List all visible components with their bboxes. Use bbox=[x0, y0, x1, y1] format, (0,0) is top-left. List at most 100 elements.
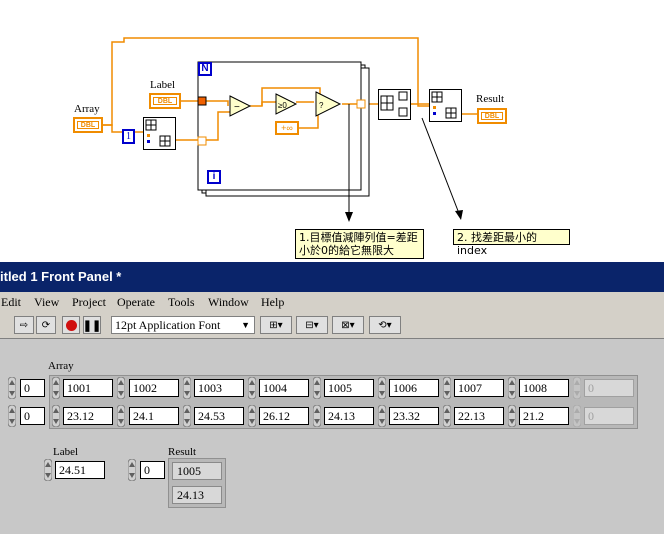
result-index-stepper[interactable] bbox=[128, 459, 136, 481]
result-value: 24.13 bbox=[172, 486, 222, 504]
subtract-node bbox=[229, 95, 252, 117]
window-title-bar[interactable]: itled 1 Front Panel * bbox=[0, 262, 664, 292]
reorder-button[interactable]: ⟲▾ bbox=[369, 316, 401, 334]
array-cell-stepper[interactable] bbox=[378, 405, 386, 427]
array-cell[interactable]: 24.13 bbox=[324, 407, 374, 425]
menu-tools[interactable]: Tools bbox=[168, 295, 195, 309]
font-dropdown-value: 12pt Application Font bbox=[115, 318, 221, 332]
font-dropdown[interactable]: 12pt Application Font▼ bbox=[111, 316, 255, 334]
array-cell[interactable]: 23.12 bbox=[63, 407, 113, 425]
wire-array-top bbox=[101, 37, 430, 126]
index-constant[interactable]: 1 bbox=[122, 129, 135, 144]
array-cell[interactable]: 22.13 bbox=[454, 407, 504, 425]
greater-equal-zero-node bbox=[275, 93, 298, 115]
loop-count-terminal[interactable]: N bbox=[198, 62, 212, 76]
menu-edit[interactable]: Edit bbox=[1, 295, 21, 309]
index-array-function-2[interactable] bbox=[429, 89, 462, 122]
abort-button[interactable] bbox=[62, 316, 80, 334]
array-cell-stepper[interactable] bbox=[52, 405, 60, 427]
note-1-line-1: 1.目標值減陣列值=差距 bbox=[299, 231, 418, 244]
array-cell-stepper[interactable] bbox=[117, 377, 125, 399]
run-button[interactable]: ⇨ bbox=[14, 316, 34, 334]
comment-note-2: 2. 找差距最小的index bbox=[453, 229, 570, 257]
note-1-line-2: 小於0的給它無限大 bbox=[299, 244, 394, 257]
index-array-icon bbox=[145, 119, 171, 147]
infinity-constant[interactable]: +∞ bbox=[275, 121, 299, 135]
array-cell-stepper[interactable] bbox=[508, 377, 516, 399]
result-terminal[interactable]: DBL bbox=[477, 108, 507, 124]
align-objects-button[interactable]: ⊞▾ bbox=[260, 316, 292, 334]
array-cell-stepper-disabled bbox=[573, 377, 581, 399]
toolbar: ⇨ ⟳ ❚❚ 12pt Application Font▼ ⊞▾ ⊟▾ ⊠▾ ⟲… bbox=[0, 312, 664, 339]
label-terminal[interactable]: DBL bbox=[149, 93, 181, 109]
block-diagram: − ≥0 ? Array DBL Label DBL Result DBL N … bbox=[0, 0, 664, 262]
array-cell-stepper[interactable] bbox=[248, 405, 256, 427]
array-cell[interactable]: 1002 bbox=[129, 379, 179, 397]
array-terminal[interactable]: DBL bbox=[73, 117, 103, 133]
result-terminal-label: Result bbox=[476, 93, 505, 105]
array-cell-stepper-disabled bbox=[573, 405, 581, 427]
array-cell[interactable]: 23.32 bbox=[389, 407, 439, 425]
array-cell-stepper[interactable] bbox=[52, 377, 60, 399]
index-array-icon-2 bbox=[431, 91, 457, 119]
array-row-index-1[interactable]: 0 bbox=[20, 379, 45, 397]
menu-view[interactable]: View bbox=[34, 295, 60, 309]
array-max-min-icon bbox=[380, 91, 408, 117]
array-cell-empty: 0 bbox=[584, 407, 634, 425]
output-tunnel bbox=[356, 99, 366, 109]
pause-button[interactable]: ❚❚ bbox=[83, 316, 101, 334]
pause-icon: ❚❚ bbox=[82, 319, 102, 332]
wires-layer: − ≥0 ? bbox=[101, 37, 478, 222]
array-cell-stepper[interactable] bbox=[313, 377, 321, 399]
reorder-icon: ⟲▾ bbox=[378, 319, 392, 331]
index-array-function[interactable] bbox=[143, 117, 176, 150]
array-control-label: Array bbox=[48, 360, 74, 372]
array-cell[interactable]: 24.53 bbox=[194, 407, 244, 425]
distribute-objects-button[interactable]: ⊟▾ bbox=[296, 316, 328, 334]
array-row-index-2-stepper[interactable] bbox=[8, 405, 16, 427]
array-cell[interactable]: 1008 bbox=[519, 379, 569, 397]
array-cell-stepper[interactable] bbox=[378, 377, 386, 399]
array-cell[interactable]: 1003 bbox=[194, 379, 244, 397]
array-cell[interactable]: 1004 bbox=[259, 379, 309, 397]
array-max-min-function[interactable] bbox=[378, 89, 411, 120]
menu-project[interactable]: Project bbox=[72, 295, 106, 309]
result-index[interactable]: 0 bbox=[140, 461, 165, 479]
array-cell[interactable]: 1007 bbox=[454, 379, 504, 397]
array-cell-stepper[interactable] bbox=[117, 405, 125, 427]
array-cell-stepper[interactable] bbox=[183, 405, 191, 427]
array-row-index-2[interactable]: 0 bbox=[20, 407, 45, 425]
result-indicator-label: Result bbox=[168, 446, 197, 458]
array-cell[interactable]: 21.2 bbox=[519, 407, 569, 425]
label-control-stepper[interactable] bbox=[44, 459, 52, 481]
array-cell[interactable]: 24.1 bbox=[129, 407, 179, 425]
window-title: itled 1 Front Panel * bbox=[0, 269, 122, 284]
svg-text:?: ? bbox=[319, 101, 324, 110]
front-panel-area: Array 0 0 1001 1002 1003 1004 1005 1006 … bbox=[0, 339, 664, 534]
result-value: 1005 bbox=[172, 462, 222, 480]
array-cell-stepper[interactable] bbox=[248, 377, 256, 399]
array-cell[interactable]: 1005 bbox=[324, 379, 374, 397]
array-row-index-1-stepper[interactable] bbox=[8, 377, 16, 399]
label-control-input[interactable]: 24.51 bbox=[55, 461, 105, 479]
resize-icon: ⊠▾ bbox=[341, 319, 355, 331]
run-continuously-icon: ⟳ bbox=[41, 319, 51, 331]
label-terminal-label: Label bbox=[150, 79, 176, 91]
menu-help[interactable]: Help bbox=[261, 295, 285, 309]
resize-objects-button[interactable]: ⊠▾ bbox=[332, 316, 364, 334]
array-cell-stepper[interactable] bbox=[183, 377, 191, 399]
menu-operate[interactable]: Operate bbox=[117, 295, 155, 309]
array-cell[interactable]: 1001 bbox=[63, 379, 113, 397]
array-cell[interactable]: 1006 bbox=[389, 379, 439, 397]
menu-bar: Edit View Project Operate Tools Window H… bbox=[0, 292, 664, 312]
array-cell-stepper[interactable] bbox=[443, 377, 451, 399]
array-terminal-label: Array bbox=[74, 103, 100, 115]
comment-note-1: 1.目標值減陣列值=差距 小於0的給它無限大 bbox=[295, 229, 424, 259]
run-continuously-button[interactable]: ⟳ bbox=[36, 316, 56, 334]
array-cell-stepper[interactable] bbox=[313, 405, 321, 427]
menu-window[interactable]: Window bbox=[208, 295, 249, 309]
array-cell[interactable]: 26.12 bbox=[259, 407, 309, 425]
array-cell-stepper[interactable] bbox=[443, 405, 451, 427]
array-cell-stepper[interactable] bbox=[508, 405, 516, 427]
loop-index-terminal[interactable]: i bbox=[207, 170, 221, 184]
